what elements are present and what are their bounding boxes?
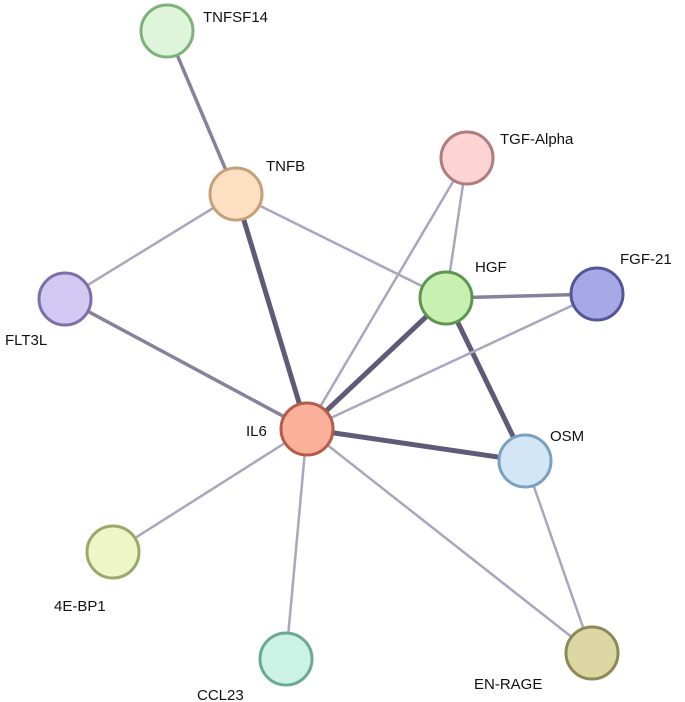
node-circle-ccl23[interactable] <box>258 631 314 687</box>
node-circle-fgf-21[interactable] <box>569 266 625 322</box>
node-osm[interactable]: OSM <box>497 428 584 489</box>
edge-hgf-il6 <box>304 295 449 432</box>
node-label-4e-bp1: 4E-BP1 <box>54 598 106 615</box>
node-tnfsf14[interactable]: TNFSF14 <box>139 3 268 59</box>
node-il6[interactable]: IL6 <box>246 401 335 457</box>
node-label-flt3l: FLT3L <box>5 332 47 349</box>
edge-il6-osm <box>304 426 528 464</box>
node-en-rage[interactable]: EN-RAGE <box>474 625 620 693</box>
node-ccl23[interactable]: CCL23 <box>197 631 314 702</box>
node-circle-osm[interactable] <box>497 433 553 489</box>
node-fgf-21[interactable]: FGF-21 <box>569 251 672 322</box>
node-hgf[interactable]: HGF <box>418 259 507 326</box>
node-label-en-rage: EN-RAGE <box>474 676 542 693</box>
node-tgf-alpha[interactable]: TGF-Alpha <box>439 130 574 186</box>
node-4e-bp1[interactable]: 4E-BP1 <box>54 524 141 615</box>
node-tnfb[interactable]: TNFB <box>208 158 305 222</box>
edge-hgf-osm <box>443 295 528 464</box>
node-label-tgf-alpha: TGF-Alpha <box>500 131 574 148</box>
edge-tnfb-flt3l <box>63 192 238 301</box>
node-label-il6: IL6 <box>246 423 267 440</box>
node-circle-tgf-alpha[interactable] <box>439 130 495 186</box>
node-circle-en-rage[interactable] <box>564 625 620 681</box>
edge-il6-4e-bp1 <box>111 427 309 554</box>
edge-il6-en-rage <box>305 427 594 655</box>
edge-flt3l-il6 <box>63 297 309 431</box>
node-label-fgf-21: FGF-21 <box>620 251 672 268</box>
node-label-hgf: HGF <box>475 259 507 276</box>
edge-tnfsf14-tnfb <box>165 29 238 196</box>
edge-tnfb-il6 <box>233 191 310 432</box>
node-label-tnfsf14: TNFSF14 <box>203 9 268 26</box>
edge-tgf-alpha-il6 <box>305 156 469 431</box>
node-flt3l[interactable]: FLT3L <box>5 271 93 349</box>
node-circle-tnfsf14[interactable] <box>139 3 195 59</box>
node-circle-flt3l[interactable] <box>37 271 93 327</box>
node-circle-il6[interactable] <box>279 401 335 457</box>
edge-fgf-21-il6 <box>305 292 599 431</box>
node-circle-4e-bp1[interactable] <box>85 524 141 580</box>
edge-osm-en-rage <box>523 459 594 655</box>
node-label-tnfb: TNFB <box>266 158 305 175</box>
node-circle-tnfb[interactable] <box>208 166 264 222</box>
node-circle-hgf[interactable] <box>418 270 474 326</box>
node-label-ccl23: CCL23 <box>197 687 244 702</box>
edges-layer <box>63 29 599 661</box>
edge-tnfb-hgf <box>234 192 448 300</box>
edge-il6-ccl23 <box>284 427 309 661</box>
node-label-osm: OSM <box>550 428 584 445</box>
